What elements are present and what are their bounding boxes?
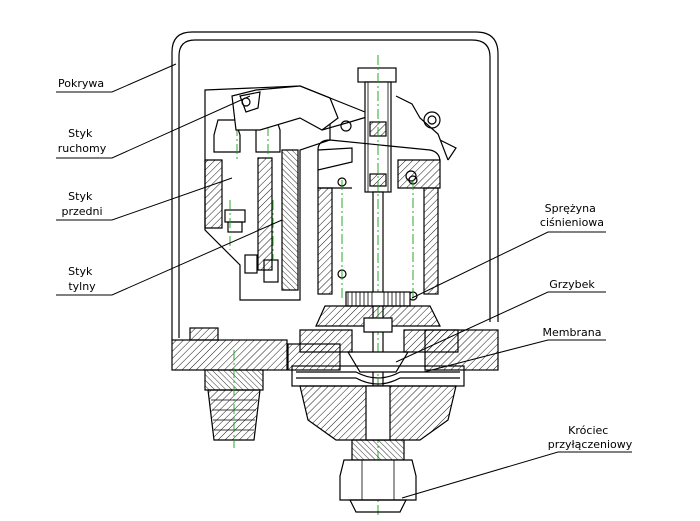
label-membrana: Membrana [543, 326, 602, 339]
connector-fitting [339, 439, 417, 513]
label-styk-tylny-line1: Styk [68, 265, 93, 278]
label-grzybek: Grzybek [549, 278, 595, 291]
moving-contact-lever [231, 85, 381, 131]
label-krociec-line1: Króciec [568, 424, 608, 437]
label-sprezyna-line2: ciśnieniowa [540, 216, 604, 229]
spring-seat [315, 291, 441, 327]
label-krociec: Króciec przyłączeniowy [548, 424, 633, 451]
label-styk-przedni-line2: przedni [61, 205, 102, 218]
label-styk-przedni-line1: Styk [68, 190, 93, 203]
label-sprezyna-line1: Sprężyna [545, 202, 596, 215]
label-styk-tylny-line2: tylny [68, 280, 96, 293]
valve-mushroom [299, 317, 459, 373]
cover-outline [171, 31, 499, 340]
label-styk-ruchomy-line2: ruchomy [58, 142, 107, 155]
lower-body [299, 385, 457, 441]
label-sprezyna: Sprężyna ciśnieniowa [540, 202, 604, 229]
label-krociec-line2: przyłączeniowy [548, 438, 633, 451]
adjuster-frame [317, 120, 441, 189]
label-styk-ruchomy: Styk ruchomy [58, 127, 107, 155]
label-pokrywa: Pokrywa [58, 77, 104, 90]
leader-lines [56, 63, 632, 499]
label-styk-ruchomy-line1: Styk [68, 127, 93, 140]
spring-housing [317, 139, 441, 295]
contact-block [204, 85, 331, 301]
right-arm [395, 95, 457, 161]
label-styk-tylny: Styk tylny [68, 265, 96, 293]
label-styk-przedni: Styk przedni [61, 190, 102, 218]
cable-gland [204, 350, 264, 448]
